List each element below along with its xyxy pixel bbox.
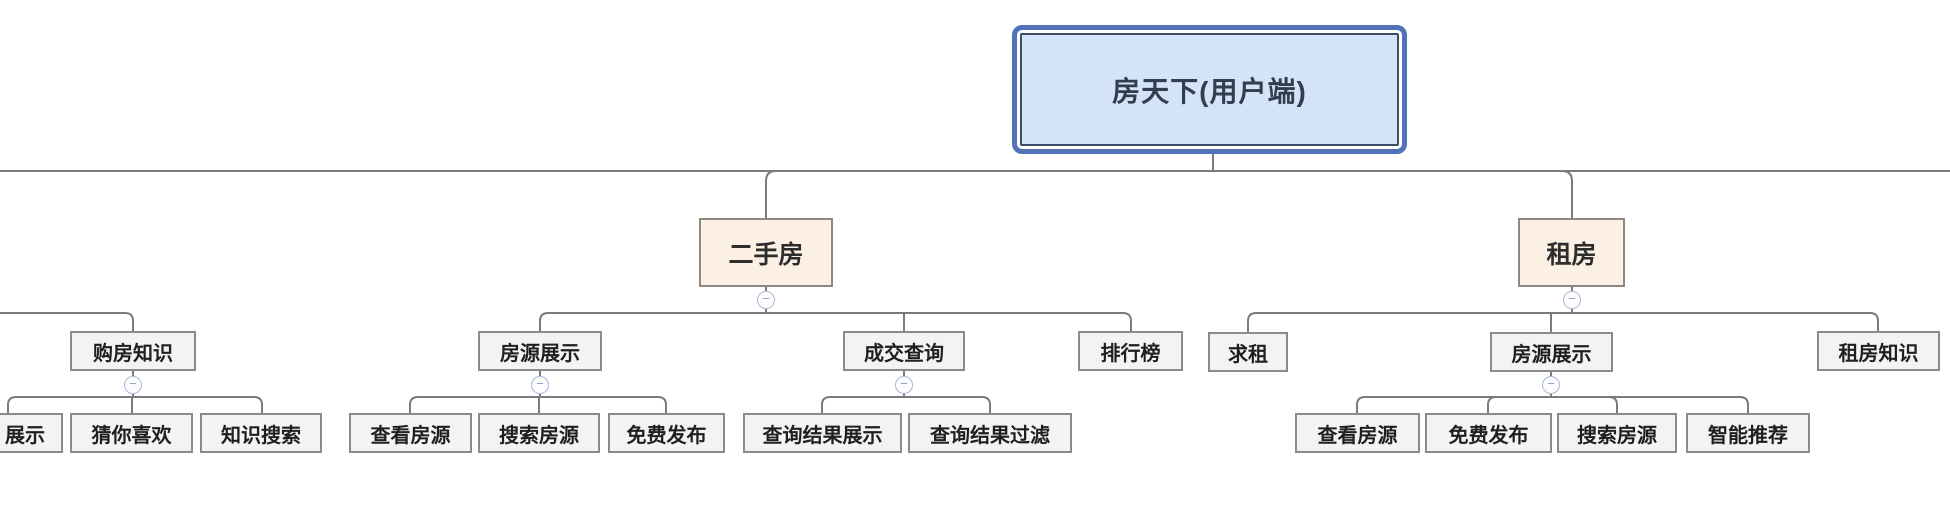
node-buy-knowledge[interactable]: 购房知识 [70,331,196,371]
root-node[interactable]: 房天下(用户端) [1012,25,1407,154]
collapse-icon[interactable]: − [1542,376,1560,394]
leaf-view-listings-second-hand[interactable]: 查看房源 [349,413,472,453]
collapse-icon[interactable]: − [124,376,142,394]
node-listing-display-second-hand[interactable]: 房源展示 [478,331,602,371]
leaf-search-listings-second-hand[interactable]: 搜索房源 [478,413,600,453]
node-rent-knowledge[interactable]: 租房知识 [1817,331,1940,371]
collapse-icon[interactable]: − [757,291,775,309]
branch-rent-house[interactable]: 租房 [1518,218,1625,287]
branch-second-hand-house[interactable]: 二手房 [699,218,833,287]
node-listing-display-rent[interactable]: 房源展示 [1490,332,1613,372]
leaf-query-result-filter[interactable]: 查询结果过滤 [908,413,1072,453]
node-ranking[interactable]: 排行榜 [1078,331,1183,371]
leaf-free-publish-second-hand[interactable]: 免费发布 [608,413,725,453]
leaf-guess-you-like[interactable]: 猜你喜欢 [70,413,193,453]
leaf-display-partial[interactable]: 展示 [0,413,63,453]
leaf-free-publish-rent[interactable]: 免费发布 [1425,413,1552,453]
collapse-icon[interactable]: − [895,376,913,394]
collapse-icon[interactable]: − [1563,291,1581,309]
node-seek-rent[interactable]: 求租 [1208,332,1288,372]
leaf-view-listings-rent[interactable]: 查看房源 [1295,413,1420,453]
leaf-knowledge-search[interactable]: 知识搜索 [200,413,322,453]
collapse-icon[interactable]: − [531,376,549,394]
node-deal-query[interactable]: 成交查询 [843,331,965,371]
leaf-query-result-display[interactable]: 查询结果展示 [743,413,902,453]
root-node-label: 房天下(用户端) [1020,33,1399,146]
leaf-smart-recommend[interactable]: 智能推荐 [1686,413,1810,453]
leaf-search-listings-rent[interactable]: 搜索房源 [1557,413,1677,453]
